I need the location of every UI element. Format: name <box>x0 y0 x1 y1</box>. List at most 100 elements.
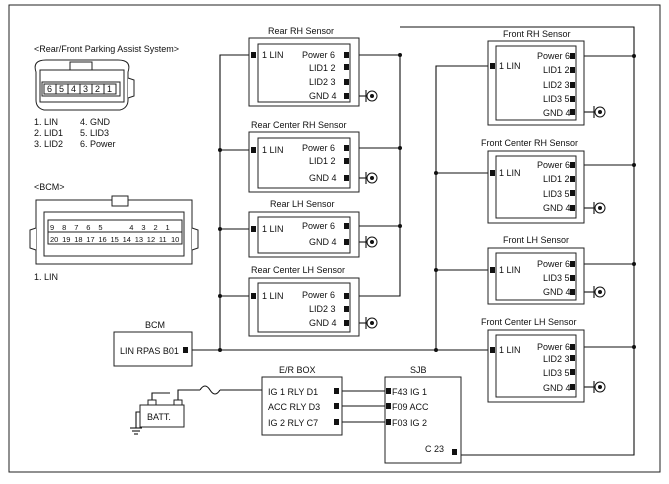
pin-label: LID2 3 <box>543 354 570 364</box>
pin-label: LID1 2 <box>543 65 570 75</box>
legend-item: 3. LID2 <box>34 139 63 149</box>
pin-label: LID2 3 <box>309 304 336 314</box>
bcm-legend-title: <BCM> <box>34 182 65 192</box>
sensor-title: Front LH Sensor <box>503 235 569 245</box>
pin-label: GND 4 <box>543 203 571 213</box>
legend-item: 4. GND <box>80 117 111 127</box>
legend-item: 6. Power <box>80 139 116 149</box>
pin-label: 1 LIN <box>499 61 521 71</box>
er-box: E/R BOX IG 1 RLY D1 ACC RLY D3 IG 2 RLY … <box>261 365 343 436</box>
pin-label: 1 LIN <box>262 50 284 60</box>
bcm-pin-bottom: 10 <box>171 235 179 244</box>
pin-label: Power 6 <box>302 221 335 231</box>
sjb-module: SJB F43 IG 1 F09 ACC F03 IG 2 C 23 <box>384 365 462 464</box>
legend-item: 5. LID3 <box>80 128 109 138</box>
er-box-title: E/R BOX <box>279 365 316 375</box>
pin-label: LID3 5 <box>543 368 570 378</box>
bcm-pin-bottom: 12 <box>147 235 155 244</box>
bcm-pin-bottom: 13 <box>135 235 143 244</box>
rear-center-lh-sensor: Rear Center LH Sensor 1 LIN Power 6 LID2… <box>248 265 360 337</box>
rear-rh-sensor: Rear RH Sensor 1 LIN Power 6 LID1 2 LID2… <box>248 26 360 107</box>
sjb-pin-label: F43 IG 1 <box>392 387 427 397</box>
rear-center-rh-sensor: Rear Center RH Sensor 1 LIN Power 6 LID1… <box>248 120 360 193</box>
pin-label: GND 4 <box>543 383 571 393</box>
bcm-module: BCM LIN RPAS B01 <box>113 320 193 367</box>
sensor-title: Rear RH Sensor <box>268 26 334 36</box>
battery: BATT. <box>139 399 185 428</box>
pin-label: 1 LIN <box>262 291 284 301</box>
bcm-pin-bottom: 17 <box>86 235 94 244</box>
bcm-pin-top: 7 <box>74 223 78 232</box>
connector-legend-title: <Rear/Front Parking Assist System> <box>34 44 179 54</box>
bcm-pin-top: 6 <box>86 223 90 232</box>
conn-pin-6: 6 <box>47 84 52 94</box>
junction-dots <box>218 53 636 352</box>
pin-label: GND 4 <box>309 173 337 183</box>
conn-pin-1: 1 <box>107 84 112 94</box>
pin-label: LID2 3 <box>309 77 336 87</box>
sensor-title: Front Center LH Sensor <box>481 317 577 327</box>
pin-label: Power 6 <box>537 259 570 269</box>
pin-label: Power 6 <box>302 290 335 300</box>
sensor-title: Rear Center LH Sensor <box>251 265 345 275</box>
bcm-pin-top: 9 <box>50 223 54 232</box>
front-rh-sensor: Front RH Sensor 1 LIN Power 6 LID1 2 LID… <box>487 29 585 126</box>
sjb-c23-label: C 23 <box>425 444 444 454</box>
legend-item: 1. LIN <box>34 117 58 127</box>
diagram-border <box>8 4 661 473</box>
bcm-legend-item: 1. LIN <box>34 272 58 282</box>
conn-pin-2: 2 <box>95 84 100 94</box>
pin-label: LID2 3 <box>543 80 570 90</box>
bcm-pin-top: 3 <box>141 223 145 232</box>
pin-label: LID1 2 <box>309 63 336 73</box>
front-center-lh-sensor: Front Center LH Sensor 1 LIN Power 6 LID… <box>481 317 585 403</box>
conn-pin-3: 3 <box>83 84 88 94</box>
pin-label: LID1 2 <box>309 156 336 166</box>
sjb-pin-label: F03 IG 2 <box>392 418 427 428</box>
conn-pin-4: 4 <box>71 84 76 94</box>
pin-label: GND 4 <box>543 287 571 297</box>
bcm-pin-bottom: 14 <box>123 235 131 244</box>
bcm-pin-top: 2 <box>153 223 157 232</box>
pin-label: 1 LIN <box>499 168 521 178</box>
bcm-pin-bottom: 16 <box>98 235 106 244</box>
pin-label: Power 6 <box>537 342 570 352</box>
er-pin-label: IG 2 RLY C7 <box>268 418 318 428</box>
pin-label: GND 4 <box>309 237 337 247</box>
bcm-pin-top: 8 <box>62 223 66 232</box>
pin-label: Power 6 <box>302 50 335 60</box>
er-pin-label: ACC RLY D3 <box>268 402 320 412</box>
pin-label: 1 LIN <box>262 224 284 234</box>
pin-label: LID1 2 <box>543 174 570 184</box>
bcm-pin-label: LIN RPAS B01 <box>120 346 179 356</box>
pin-label: Power 6 <box>537 160 570 170</box>
pin-label: LID3 5 <box>543 273 570 283</box>
pin-label: GND 4 <box>543 108 571 118</box>
bcm-pin-bottom: 19 <box>62 235 70 244</box>
front-lh-sensor: Front LH Sensor 1 LIN Power 6 LID3 5 GND… <box>487 235 585 305</box>
bcm-pin-top: 5 <box>98 223 102 232</box>
bcm-pin-bottom: 20 <box>50 235 58 244</box>
bcm-pin-bottom: 11 <box>159 235 167 244</box>
bcm-pin-top: 1 <box>166 223 170 232</box>
legend-item: 2. LID1 <box>34 128 63 138</box>
sensor-title: Rear Center RH Sensor <box>251 120 347 130</box>
bcm-pin-bottom: 15 <box>111 235 119 244</box>
bcm-title: BCM <box>145 320 165 330</box>
er-pin-label: IG 1 RLY D1 <box>268 387 318 397</box>
pin-label: Power 6 <box>302 143 335 153</box>
bcm-connector-drawing <box>29 195 199 265</box>
bcm-pin-top: 4 <box>129 223 133 232</box>
pin-label: Power 6 <box>537 51 570 61</box>
pin-label: 1 LIN <box>499 345 521 355</box>
bcm-pin-bottom: 18 <box>74 235 82 244</box>
pin-label: 1 LIN <box>499 265 521 275</box>
pin-label: LID3 5 <box>543 94 570 104</box>
connector-drawing: 6 5 4 3 2 1 <box>34 59 135 111</box>
conn-pin-5: 5 <box>59 84 64 94</box>
sjb-pin-label: F09 ACC <box>392 402 429 412</box>
ground-symbols <box>362 90 606 393</box>
